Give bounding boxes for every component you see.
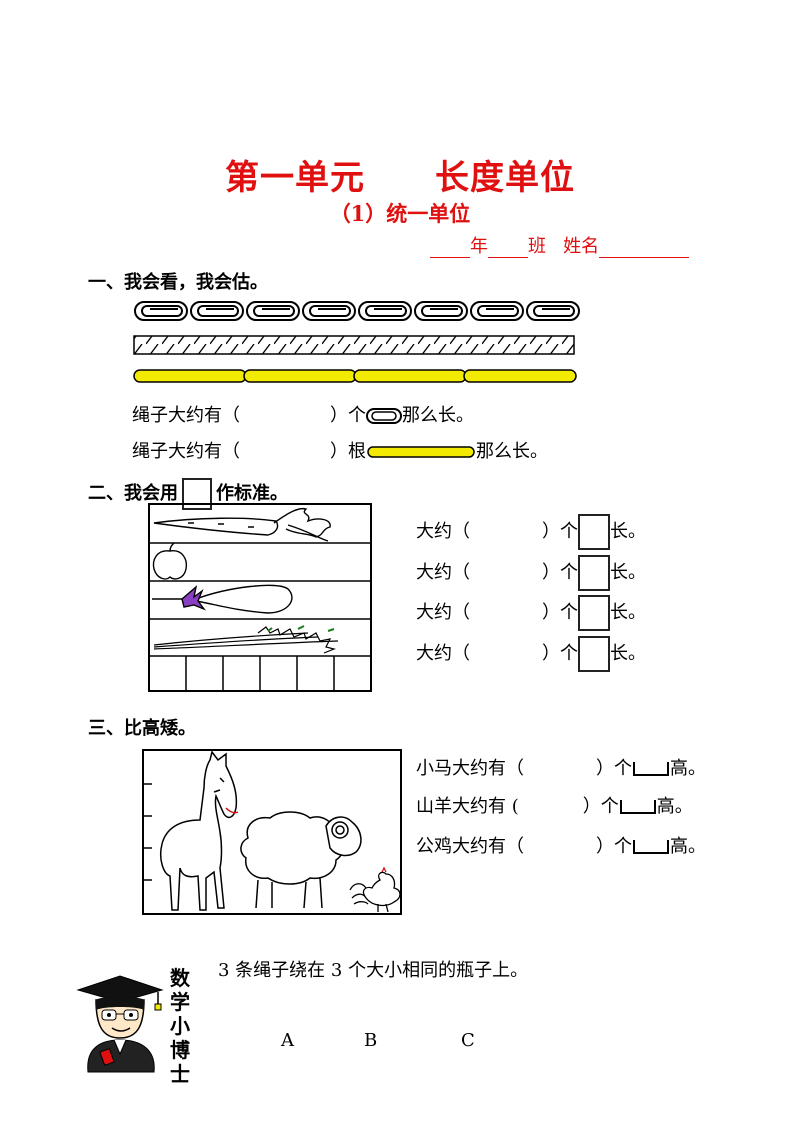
horse-icon: [159, 750, 239, 911]
section1-heading: 一、我会看，我会估。: [88, 272, 268, 293]
section2-figure: [148, 503, 372, 692]
section3-figure: [142, 749, 402, 915]
section2-heading: 二、我会用作标准。: [88, 478, 288, 510]
section1-line1: 绳子大约有（）个那么长。: [132, 405, 474, 426]
height-unit-bracket-icon: [633, 840, 669, 854]
option-label-c: C: [461, 1030, 475, 1051]
section3-row-1: 小马大约有（）个高。: [416, 758, 706, 779]
unit-square-icon: [578, 514, 610, 550]
hatched-rope: [133, 335, 575, 355]
unit-square-icon: [578, 595, 610, 631]
year-blank[interactable]: [430, 239, 470, 258]
paperclip-row: [134, 301, 580, 321]
sheep-icon: [240, 811, 362, 909]
celery-icon: [153, 625, 339, 654]
section3-row-2: 山羊大约有 (）个高。: [416, 796, 693, 817]
math-doctor-cartoon: [76, 975, 164, 1073]
apple-icon: [152, 542, 188, 580]
section2-row-4: 大约（）个长。: [416, 636, 646, 672]
paperclip-icon: [366, 408, 402, 424]
page-subtitle: （1）统一单位: [329, 201, 471, 226]
bonus-statement: 3 条绳子绕在 3 个大小相同的瓶子上。: [218, 960, 529, 981]
eggplant-icon: [152, 584, 293, 614]
class-blank[interactable]: [488, 239, 528, 258]
vertical-title-math-doctor: 数 学 小 博 士: [170, 966, 190, 1086]
section2-row-2: 大约（）个长。: [416, 555, 646, 591]
class-info-line: 年班 姓名: [430, 232, 690, 258]
rooster-icon: [349, 866, 401, 913]
section2-row-1: 大约（）个长。: [416, 514, 646, 550]
section3-row-3: 公鸡大约有（）个高。: [416, 836, 706, 857]
page-title: 第一单元长度单位: [225, 158, 575, 198]
straw-icon: [367, 446, 475, 458]
unit-square-icon: [578, 555, 610, 591]
unit-square-icon: [182, 478, 212, 510]
carrot-icon: [153, 507, 331, 542]
section3-heading: 三、比高矮。: [88, 718, 196, 739]
section1-line2: 绳子大约有（）根那么长。: [132, 441, 548, 462]
unit-square-icon: [578, 636, 610, 672]
section1-figure: [133, 301, 580, 383]
option-label-a: A: [281, 1030, 294, 1051]
section2-row-3: 大约（）个长。: [416, 595, 646, 631]
height-unit-bracket-icon: [633, 762, 669, 776]
option-label-b: B: [364, 1030, 378, 1051]
height-unit-bracket-icon: [619, 800, 656, 814]
name-blank[interactable]: [599, 239, 690, 258]
yellow-straws: [133, 369, 577, 383]
